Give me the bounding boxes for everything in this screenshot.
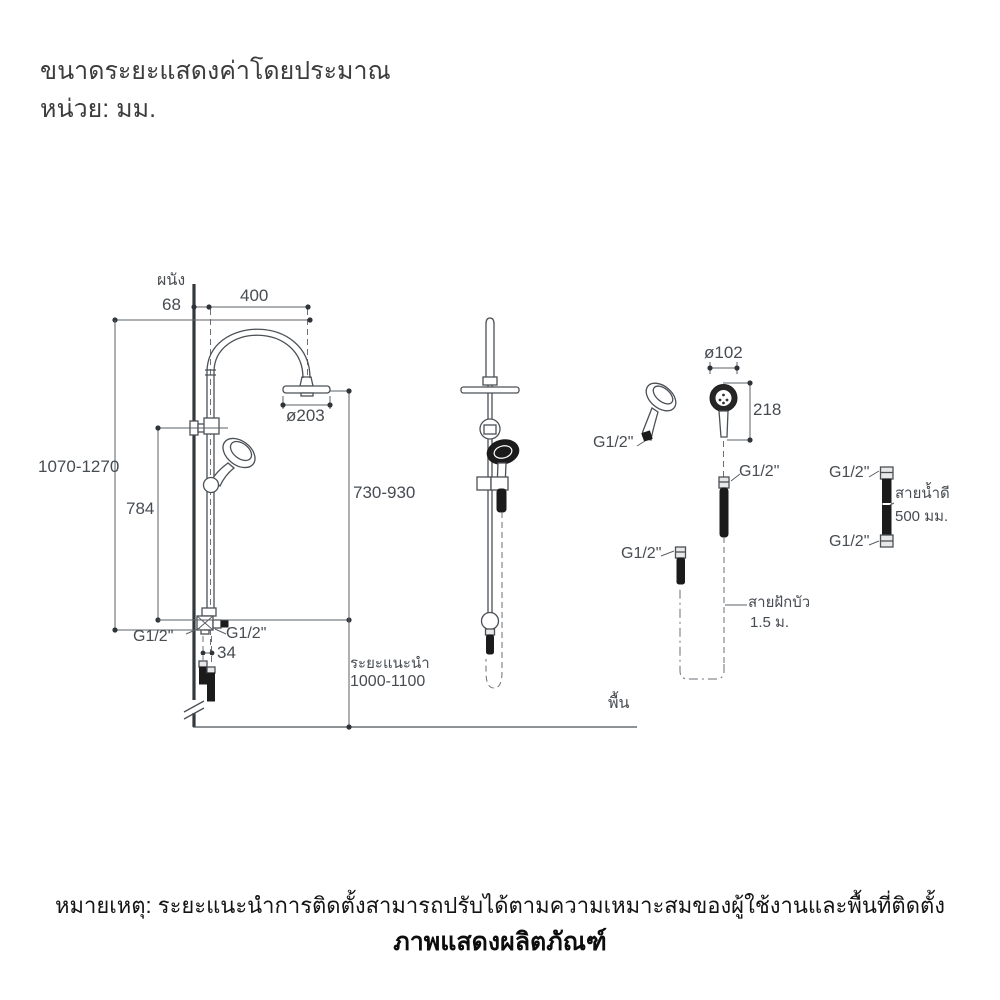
g12-supply-bottom: G1/2" <box>829 533 870 550</box>
dim-arm-reach: 400 <box>240 286 269 305</box>
handshower-front-view <box>707 362 753 538</box>
footer-note: หมายเหตุ: ระยะแนะนำการติดตั้งสามารถปรับไ… <box>54 893 946 918</box>
dim-recommended-height: 1000-1100 <box>350 673 426 690</box>
left-shower-assembly <box>183 284 637 728</box>
supply-connectors <box>198 660 216 702</box>
shower-hose-name: สายฝักบัว <box>748 594 811 611</box>
dim-rail-length: 784 <box>126 499 155 518</box>
g12-mixer-left: G1/2" <box>133 628 174 645</box>
recommended-label: ระยะแนะนำ <box>350 655 430 672</box>
shower-hose-length: 1.5 ม. <box>750 614 790 631</box>
floor-label: พื้น <box>608 695 630 712</box>
dim-inlet-spacing: 34 <box>217 643 236 662</box>
dim-handshower-diameter: ø102 <box>704 343 743 362</box>
mixer-valve <box>196 607 229 635</box>
front-view-assembly <box>460 317 520 689</box>
wall-break-icon <box>183 700 205 720</box>
handshower-side-view <box>636 382 677 447</box>
g12-handshower-side: G1/2" <box>593 434 634 451</box>
dim-handshower-length: 218 <box>753 400 782 419</box>
dim-head-diameter: ø203 <box>286 406 325 425</box>
dim-overall-height: 1070-1270 <box>38 457 120 476</box>
dimension-lines-left <box>112 304 352 730</box>
supply-hose-name: สายน้ำดี <box>895 485 950 502</box>
supply-hose-length: 500 มม. <box>895 508 949 525</box>
g12-hose-bottom: G1/2" <box>621 545 662 562</box>
shower-hose <box>660 537 747 680</box>
footer-caption: ภาพแสดงผลิตภัณฑ์ <box>393 928 607 956</box>
supply-hose <box>868 466 895 548</box>
g12-hose-top: G1/2" <box>739 463 780 480</box>
wall-label: ผนัง <box>157 272 186 289</box>
g12-supply-top: G1/2" <box>829 464 870 481</box>
drawing-unit: หน่วย: มม. <box>40 95 157 123</box>
dim-head-to-mixer: 730-930 <box>353 483 416 502</box>
handshower-on-rail <box>202 437 256 494</box>
drawing-header: ขนาดระยะแสดงค่าโดยประมาณ หน่วย: มม. <box>40 52 391 128</box>
drawing-title: ขนาดระยะแสดงค่าโดยประมาณ <box>40 57 391 85</box>
dim-wall-offset: 68 <box>162 295 181 314</box>
g12-mixer-right: G1/2" <box>226 625 267 642</box>
